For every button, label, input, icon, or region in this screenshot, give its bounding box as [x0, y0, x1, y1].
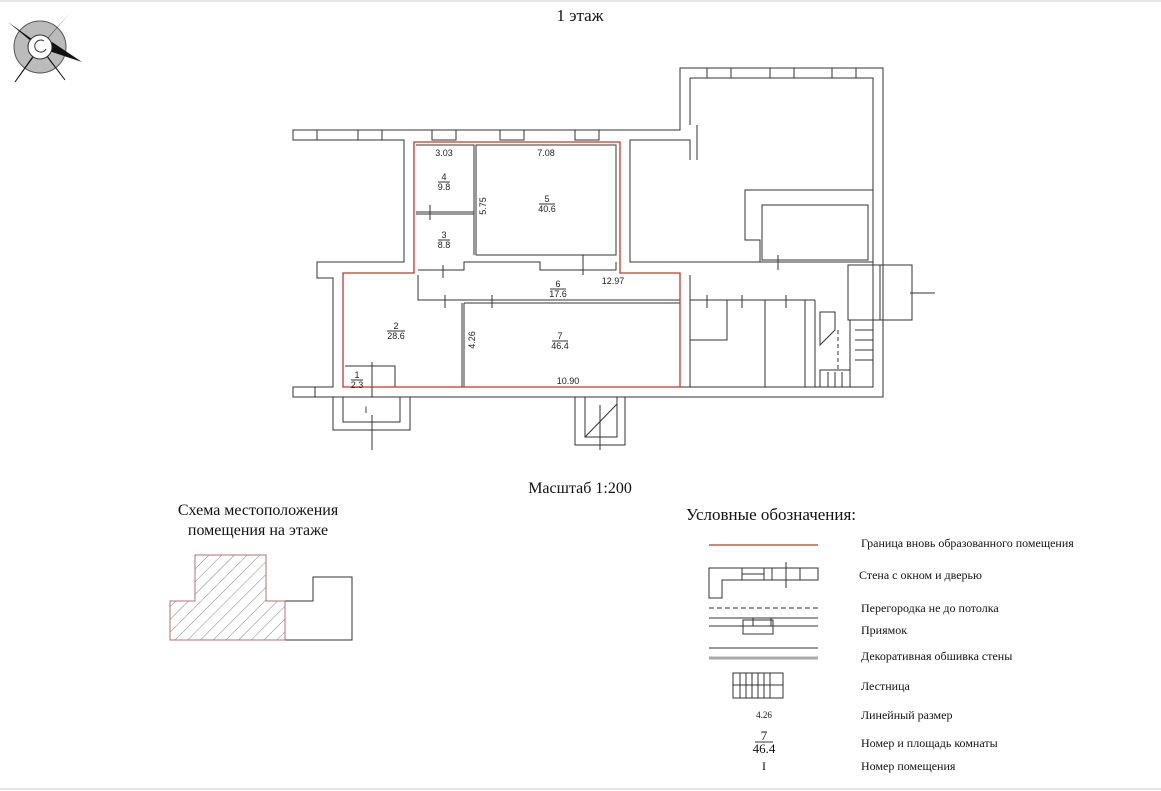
legend-title: Условные обозначения:: [686, 505, 856, 524]
premise-number: I: [365, 405, 368, 415]
legend-item-label: Декоративная обшивка стены: [861, 649, 1012, 663]
legend-pit-symbol: [709, 617, 818, 635]
windows: [292, 67, 857, 398]
legend-item-label: Номер помещения: [861, 759, 956, 773]
svg-text:2: 2: [393, 321, 398, 331]
legend-item-label: Номер и площадь комнаты: [861, 736, 998, 750]
svg-text:8.8: 8.8: [438, 240, 451, 250]
room-label: 12.3: [351, 370, 364, 390]
legend-item-label: Приямок: [861, 623, 907, 637]
room-label: 49.8: [438, 172, 451, 192]
legend-item-label: Перегородка не до потолка: [861, 601, 999, 615]
compass-rose-icon: [8, 13, 82, 83]
legend-room-number-sample: 7: [761, 728, 768, 743]
new-premise-boundary: [342, 141, 681, 388]
dimension-label: 3.03: [435, 148, 453, 158]
dimension-label: 4.26: [467, 331, 477, 349]
room-label: 540.6: [538, 194, 556, 214]
svg-text:7: 7: [557, 331, 562, 341]
svg-text:6: 6: [555, 279, 560, 289]
dimension-label: 10.90: [557, 376, 580, 386]
location-scheme-title-line1: Схема местоположения: [178, 502, 339, 519]
scale-label: Масштаб 1:200: [528, 480, 632, 497]
legend-item-label: Стена с окном и дверью: [859, 568, 982, 582]
svg-text:1: 1: [354, 370, 359, 380]
dimension-label: 7.08: [537, 148, 555, 158]
legend-room-area-sample: 46.4: [753, 741, 776, 756]
room-label: 38.8: [438, 230, 451, 250]
legend-item-label: Граница вновь образованного помещения: [861, 536, 1074, 550]
svg-text:2.3: 2.3: [351, 380, 364, 390]
dimension-label: 5.75: [478, 197, 488, 215]
legend-item-label: Линейный размер: [861, 708, 952, 722]
legend-premise-sample: I: [762, 759, 766, 773]
dimension-label: 12.97: [602, 276, 625, 286]
svg-text:28.6: 28.6: [387, 331, 405, 341]
room-label: 228.6: [387, 321, 405, 341]
legend: 4.26 7 46.4 I Граница вновь образованног…: [708, 536, 1074, 773]
legend-dimension-sample: 4.26: [756, 710, 772, 720]
room-label: 746.4: [551, 331, 569, 351]
svg-text:9.8: 9.8: [438, 182, 451, 192]
svg-text:17.6: 17.6: [549, 289, 567, 299]
svg-text:46.4: 46.4: [551, 341, 569, 351]
svg-text:4: 4: [441, 172, 446, 182]
svg-text:40.6: 40.6: [538, 204, 556, 214]
legend-item-label: Лестница: [861, 679, 911, 693]
location-scheme-diagram: [169, 554, 353, 641]
floor-title: 1 этаж: [557, 6, 604, 25]
floor-plan: 12.3 228.6 38.8 49.8 540.6 617.6 746.4 3…: [292, 67, 935, 450]
room-label: 617.6: [549, 279, 567, 299]
svg-text:5: 5: [544, 194, 549, 204]
svg-text:3: 3: [441, 230, 446, 240]
location-scheme-title-line2: помещения на этаже: [188, 522, 328, 539]
legend-stair-symbol: [732, 672, 784, 699]
legend-wall-symbol: [708, 562, 819, 599]
